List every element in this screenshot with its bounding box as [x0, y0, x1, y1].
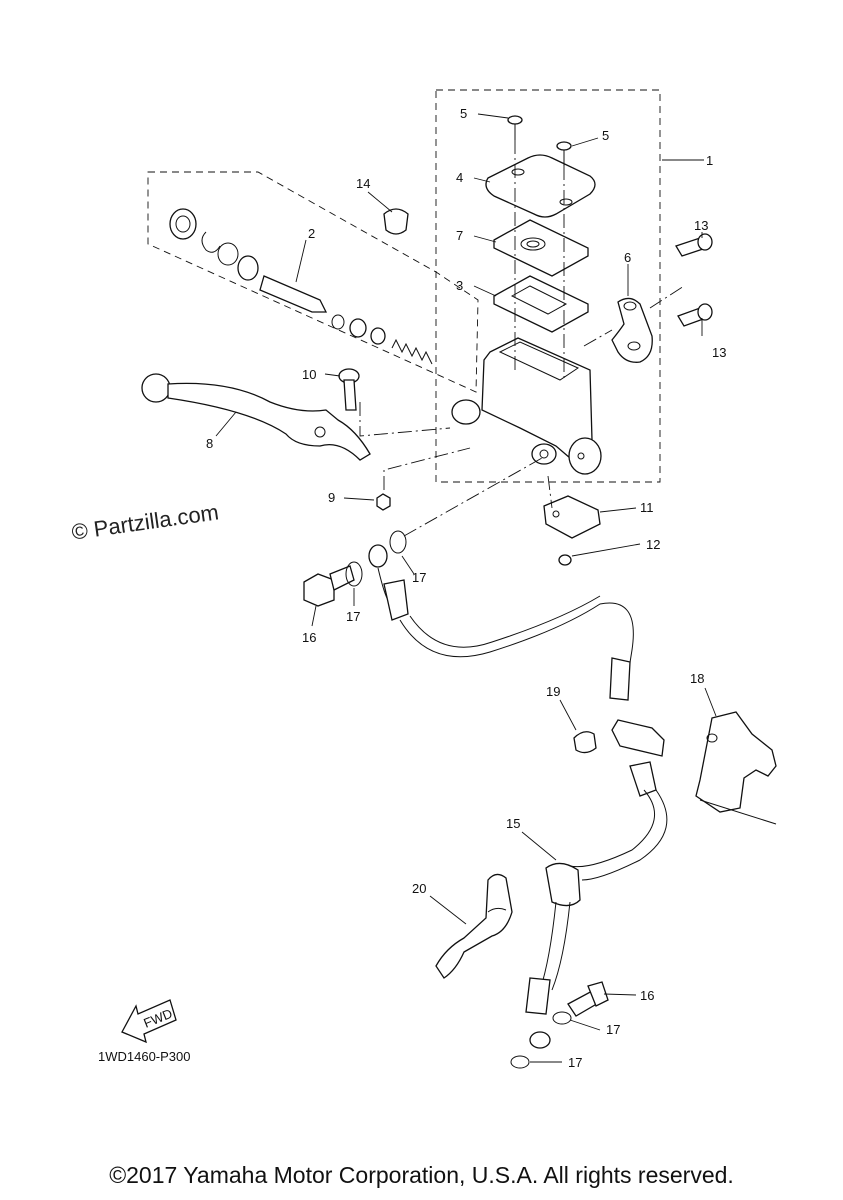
- callout-15: 15: [506, 816, 520, 831]
- callout-4: 4: [456, 170, 463, 185]
- cap-screw-left: [507, 115, 523, 140]
- callout-14: 14: [356, 176, 370, 191]
- piston-kit-box: [147, 171, 479, 393]
- callout-13a: 13: [694, 218, 708, 233]
- callout-10: 10: [302, 367, 316, 382]
- washer-upper-a: [345, 561, 363, 587]
- callout-17a: 17: [346, 609, 360, 624]
- washer-lower-b: [510, 1055, 530, 1069]
- union-bolt-upper: [303, 565, 355, 607]
- brake-light-switch: [543, 495, 601, 539]
- callout-11: 11: [640, 500, 654, 515]
- diaphragm-plate: [493, 219, 589, 277]
- callout-17b: 17: [412, 570, 426, 585]
- master-cylinder-body: [451, 337, 602, 475]
- brake-hose: [368, 544, 668, 1049]
- callout-13b: 13: [712, 345, 726, 360]
- leader-lines: [215, 113, 717, 1063]
- callout-labels: 1 2 3 4 5 5 6 7 8 9 10 11 12 13 13 14 15…: [206, 106, 726, 1070]
- master-cylinder-assembly-box: [435, 89, 661, 483]
- hose-holder: [435, 873, 513, 979]
- dust-cap: [383, 208, 409, 235]
- callout-18: 18: [690, 671, 704, 686]
- callout-5b: 5: [602, 128, 609, 143]
- callout-16a: 16: [302, 630, 316, 645]
- brake-lever: [141, 373, 371, 461]
- connection-line-nut: [383, 447, 471, 490]
- callout-9: 9: [328, 490, 335, 505]
- callout-19: 19: [546, 684, 560, 699]
- switch-screw: [558, 554, 572, 566]
- washer-upper-b: [389, 530, 407, 554]
- callout-2: 2: [308, 226, 315, 241]
- callout-1: 1: [706, 153, 713, 168]
- hose-guide-bracket: [695, 711, 777, 825]
- lever-pivot-bolt: [338, 368, 360, 411]
- connection-line-switch: [547, 475, 553, 509]
- callout-5a: 5: [460, 106, 467, 121]
- callout-17d: 17: [568, 1055, 582, 1070]
- washer-lower-a: [552, 1011, 572, 1025]
- fwd-arrow-icon: FWD: [121, 999, 177, 1044]
- clamp-bolt-upper: [675, 233, 713, 257]
- union-bolt-lower: [567, 981, 609, 1017]
- clamp-bolt-lower: [677, 303, 713, 327]
- callout-3: 3: [456, 278, 463, 293]
- guide-nut: [573, 731, 597, 754]
- cap-screw-right: [556, 141, 572, 166]
- diagram-code: 1WD1460-P300: [98, 1049, 191, 1064]
- callout-7: 7: [456, 228, 463, 243]
- connection-line-screw: [514, 140, 565, 380]
- connection-line-lever: [359, 402, 451, 437]
- handlebar-clamp: [611, 297, 653, 363]
- copyright-notice: ©2017 Yamaha Motor Corporation, U.S.A. A…: [109, 1162, 734, 1188]
- lever-nut: [376, 493, 391, 511]
- callout-8: 8: [206, 436, 213, 451]
- callout-12: 12: [646, 537, 660, 552]
- piston-kit: [169, 208, 433, 365]
- connection-line-clamp: [583, 285, 685, 347]
- callout-6: 6: [624, 250, 631, 265]
- diaphragm: [493, 275, 589, 333]
- callout-16b: 16: [640, 988, 654, 1003]
- callout-17c: 17: [606, 1022, 620, 1037]
- reservoir-cap: [485, 154, 596, 218]
- callout-20: 20: [412, 881, 426, 896]
- connection-line-hose: [403, 457, 543, 537]
